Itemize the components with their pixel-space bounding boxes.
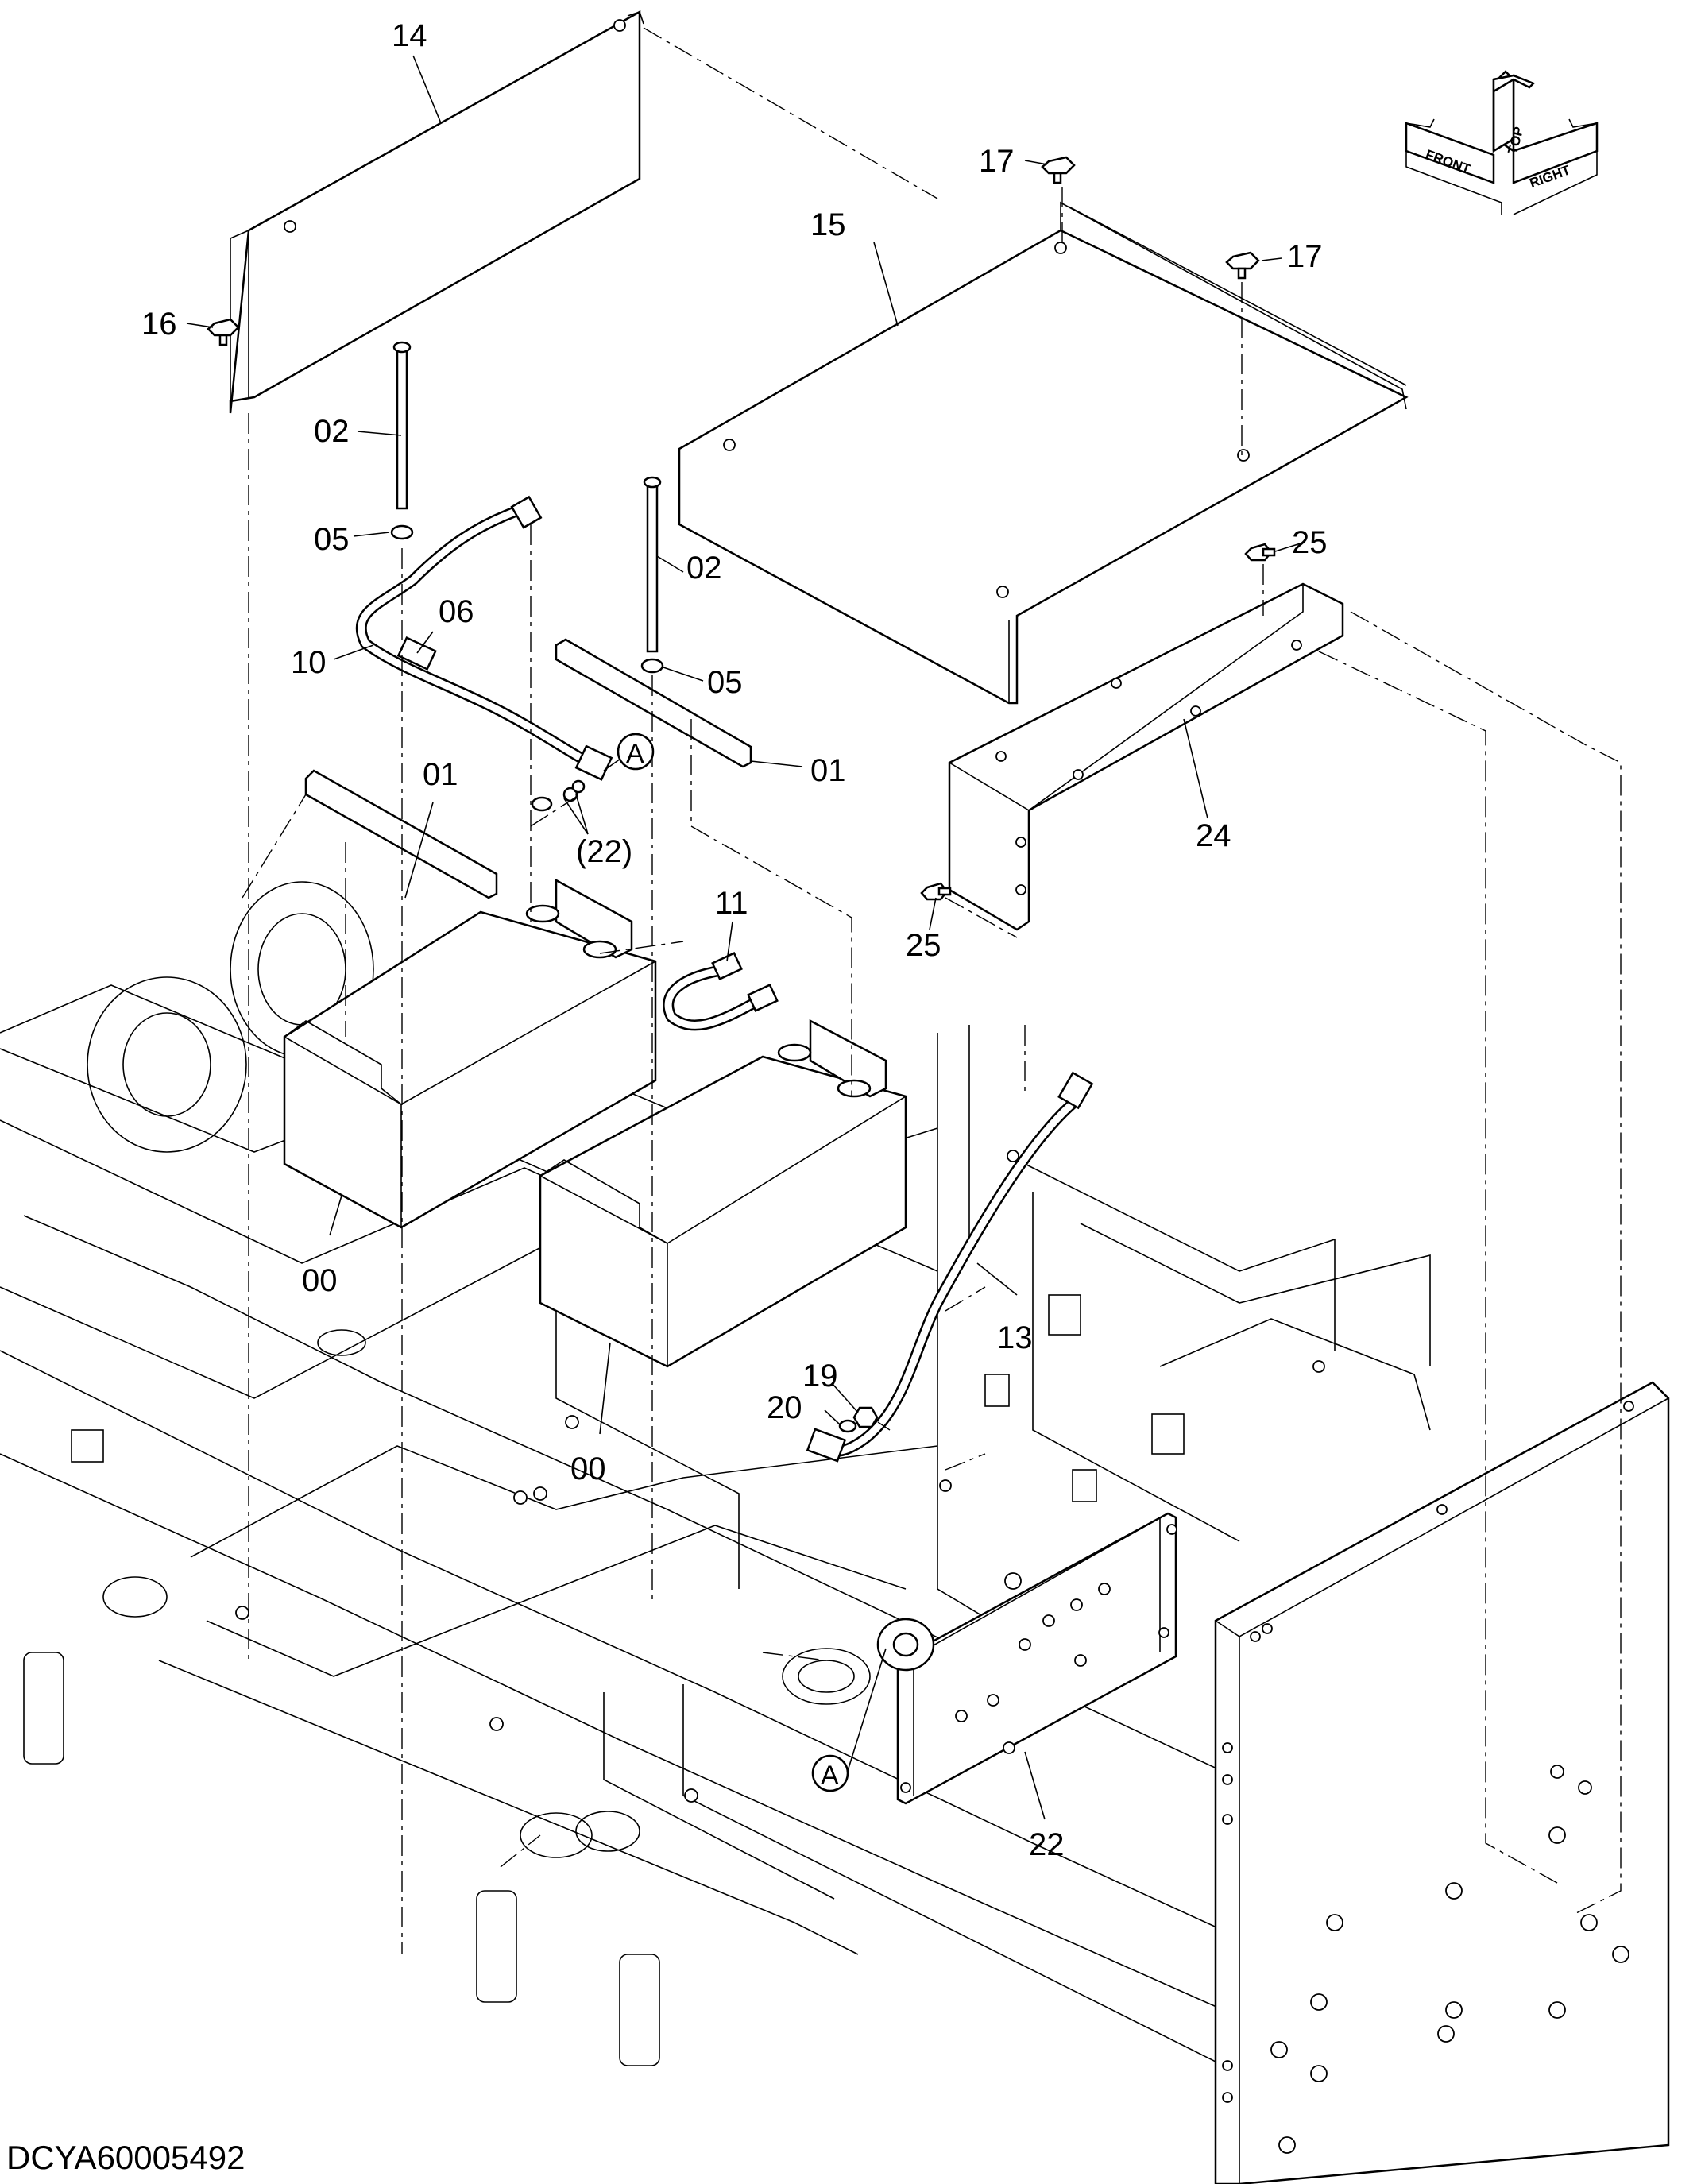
bolt-25-lower bbox=[920, 882, 952, 901]
callout-16: 16 bbox=[141, 307, 177, 342]
callout-19: 19 bbox=[802, 1359, 838, 1394]
callout-25-upper: 25 bbox=[1292, 525, 1328, 560]
callout-17-right: 17 bbox=[1287, 239, 1323, 274]
callout-05-right: 05 bbox=[707, 665, 743, 700]
callout-02-left: 02 bbox=[314, 414, 350, 449]
part-22-small-bolts bbox=[531, 779, 586, 812]
part-02-rods bbox=[392, 341, 662, 653]
upper-frame-structure bbox=[0, 881, 1431, 2066]
part-01-hold-down-bars bbox=[304, 638, 752, 899]
drawing-code: DCYA60005492 bbox=[6, 2139, 245, 2176]
reference-a-circle-1 bbox=[617, 733, 655, 771]
callout-leaders bbox=[186, 55, 1304, 1820]
orientation-indicator: FRONT TOP RIGHT bbox=[1405, 70, 1599, 215]
callout-01-right: 01 bbox=[810, 753, 846, 788]
part-00-battery-left bbox=[283, 878, 657, 1229]
part-13-cable bbox=[806, 1071, 1094, 1463]
callout-22: 22 bbox=[1029, 1827, 1065, 1862]
bolt-16 bbox=[207, 318, 240, 346]
callout-labels: 14 15 16 17 17 02 02 05 05 06 10 01 01 (… bbox=[141, 18, 1328, 1862]
callout-10: 10 bbox=[291, 645, 327, 680]
callout-22-parenthesized: (22) bbox=[576, 834, 632, 869]
callout-15: 15 bbox=[810, 207, 846, 242]
part-19-nut bbox=[852, 1406, 879, 1428]
callout-13: 13 bbox=[997, 1320, 1033, 1355]
callout-25-lower: 25 bbox=[906, 928, 941, 963]
callout-02-right: 02 bbox=[686, 551, 722, 586]
callout-00-left: 00 bbox=[302, 1263, 338, 1298]
callout-14: 14 bbox=[392, 18, 427, 53]
callout-20: 20 bbox=[767, 1390, 802, 1425]
part-24-bracket bbox=[948, 582, 1344, 931]
panel-bolts bbox=[1222, 1401, 1634, 2154]
callout-24: 24 bbox=[1196, 818, 1231, 853]
callout-05-left: 05 bbox=[314, 522, 350, 557]
callout-00-right: 00 bbox=[570, 1451, 606, 1486]
part-20-washer bbox=[838, 1419, 857, 1433]
reference-a-1: A bbox=[626, 739, 644, 769]
callout-11: 11 bbox=[715, 886, 748, 921]
reference-a-circle-2 bbox=[811, 1754, 849, 1792]
part-11-jumper-cable bbox=[663, 952, 779, 1031]
part-00-battery-right bbox=[539, 1019, 907, 1368]
bolt-17-right bbox=[1225, 251, 1260, 280]
callout-17-left: 17 bbox=[979, 144, 1015, 179]
assembly-guide-lines bbox=[242, 27, 1622, 1954]
callout-06: 06 bbox=[439, 594, 474, 629]
part-15-cover bbox=[678, 201, 1409, 705]
bolt-25-upper bbox=[1244, 543, 1276, 562]
part-22-plate bbox=[876, 1512, 1177, 1805]
reference-a-2: A bbox=[821, 1761, 839, 1791]
part-05-washers bbox=[390, 524, 664, 674]
side-panel-plate bbox=[1214, 1381, 1670, 2184]
callout-01-left: 01 bbox=[423, 757, 458, 792]
bolt-17-left bbox=[1041, 156, 1076, 184]
part-14-bracket bbox=[229, 10, 644, 414]
